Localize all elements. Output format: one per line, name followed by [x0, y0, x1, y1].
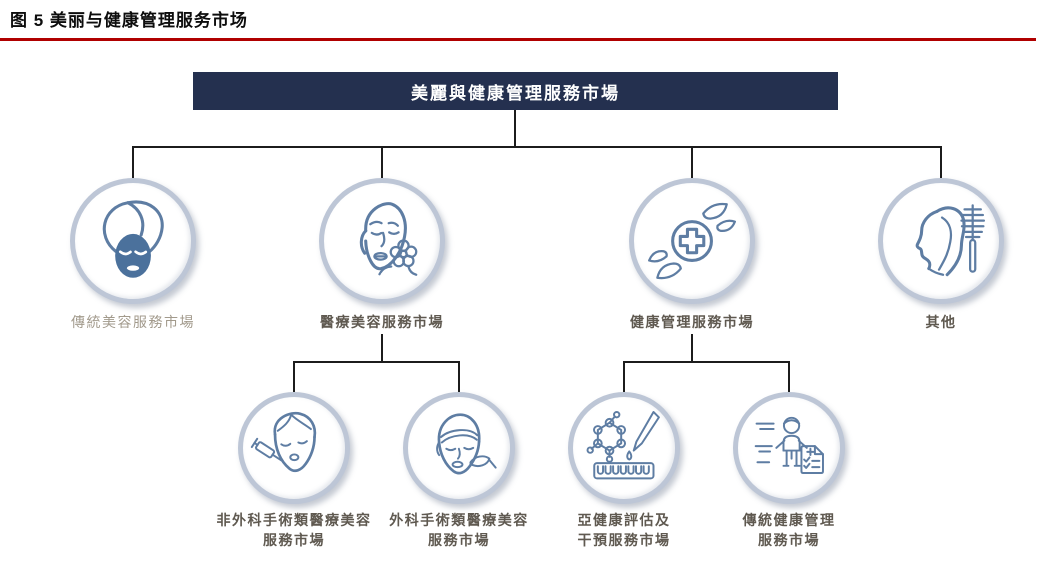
node-health-management: [629, 178, 755, 304]
injection-face-icon: [250, 412, 317, 473]
label-traditional-health: 傳統健康管理 服務市場: [742, 512, 836, 549]
connector-level1-rail: [132, 146, 942, 148]
connector-drop-8: [788, 361, 790, 392]
label-subhealth-assessment: 亞健康評估及 干預服務市場: [577, 512, 671, 549]
node-traditional-beauty: [70, 178, 196, 304]
connector-root-stub: [514, 110, 516, 147]
connector-drop-3: [691, 146, 693, 178]
connector-drop-7: [623, 361, 625, 392]
node-traditional-health: [733, 392, 845, 504]
facial-mask-icon: [102, 200, 164, 278]
doctor-checklist-icon: [754, 416, 825, 475]
label-health-management: 健康管理服務市場: [630, 314, 754, 330]
root-node-label: 美麗與健康管理服務市場: [411, 83, 620, 103]
scalpel-face-icon: [436, 413, 497, 475]
node-non-surgical: [238, 392, 350, 504]
node-subhealth-assessment: [568, 392, 680, 504]
node-medical-beauty: [319, 178, 445, 304]
connector-drop-1: [132, 146, 134, 178]
connector-medical-beauty-rail: [293, 361, 460, 363]
label-non-surgical: 非外科手術類醫療美容 服務市場: [216, 512, 372, 549]
label-others: 其他: [925, 314, 957, 330]
page-title: 图 5 美丽与健康管理服务市场: [10, 11, 248, 30]
label-traditional-beauty: 傳統美容服務市場: [71, 314, 195, 330]
face-flower-icon: [359, 202, 418, 276]
node-surgical: [403, 392, 515, 504]
connector-health-management-stub: [691, 334, 693, 362]
connector-drop-2: [381, 146, 383, 178]
node-others: [878, 178, 1004, 304]
pipette-molecule-icon: [586, 411, 660, 480]
connector-health-management-rail: [623, 361, 790, 363]
label-surgical: 外科手術類醫療美容 服務市場: [389, 512, 529, 549]
connector-drop-5: [293, 361, 295, 392]
hair-brush-icon: [915, 204, 985, 277]
medical-cross-leaves-icon: [647, 202, 736, 280]
root-node: 美麗與健康管理服務市場: [193, 72, 838, 110]
connector-drop-4: [940, 146, 942, 178]
title-rule: [0, 38, 1036, 41]
connector-drop-6: [458, 361, 460, 392]
label-medical-beauty: 醫療美容服務市場: [320, 314, 444, 330]
connector-medical-beauty-stub: [381, 334, 383, 362]
